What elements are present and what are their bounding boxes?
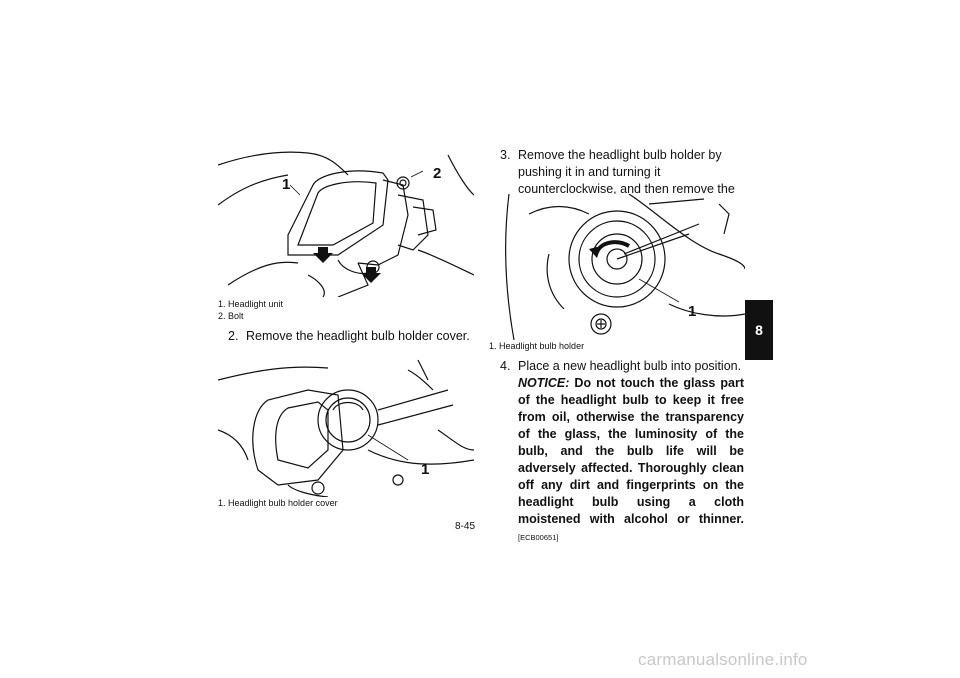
notice-label: NOTICE: bbox=[518, 376, 570, 390]
headlight-unit-illustration bbox=[218, 151, 474, 297]
step-number: 2. bbox=[228, 329, 239, 343]
bulb-holder-illustration bbox=[505, 194, 745, 340]
caption-line: 2. Bolt bbox=[218, 311, 244, 321]
notice-block: NOTICE: Do not touch the glass part of t… bbox=[518, 375, 744, 546]
section-tab: 8 bbox=[745, 300, 773, 360]
step-text: Place a new headlight bulb into position… bbox=[518, 359, 742, 373]
page-number: 8-45 bbox=[455, 521, 476, 532]
callout-bulb-holder-cover: 1 bbox=[421, 461, 430, 478]
caption-line: 1. Headlight unit bbox=[218, 299, 284, 309]
bulb-holder-cover-illustration bbox=[218, 359, 474, 497]
step-text: Remove the headlight bulb holder cover. bbox=[246, 329, 470, 343]
step-4: 4. Place a new headlight bulb into posit… bbox=[500, 358, 744, 546]
callout-bulb-holder: 1 bbox=[688, 303, 697, 320]
watermark: carmanualsonline.info bbox=[638, 650, 808, 669]
figure1-caption: 1. Headlight unit 2. Bolt bbox=[218, 298, 283, 322]
step-number: 4. bbox=[500, 359, 511, 373]
notice-text: Do not touch the glass part of the headl… bbox=[518, 376, 744, 526]
figure-headlight-unit bbox=[218, 145, 474, 297]
caption-line: 1. Headlight bulb holder bbox=[489, 341, 585, 351]
figure-bulb-holder bbox=[489, 194, 745, 340]
reference-code: [ECB00651] bbox=[518, 533, 559, 542]
callout-bolt: 2 bbox=[433, 165, 442, 182]
figure2-caption: 1. Headlight bulb holder cover bbox=[218, 497, 338, 509]
figure-bulb-holder-cover bbox=[218, 350, 474, 497]
step-2: 2. Remove the headlight bulb holder cove… bbox=[228, 328, 478, 345]
step-number: 3. bbox=[500, 148, 511, 162]
step-body: Place a new headlight bulb into position… bbox=[518, 358, 744, 546]
callout-headlight-unit: 1 bbox=[282, 176, 291, 193]
caption-line: 1. Headlight bulb holder cover bbox=[218, 498, 338, 508]
figure3-caption: 1. Headlight bulb holder bbox=[489, 340, 584, 352]
